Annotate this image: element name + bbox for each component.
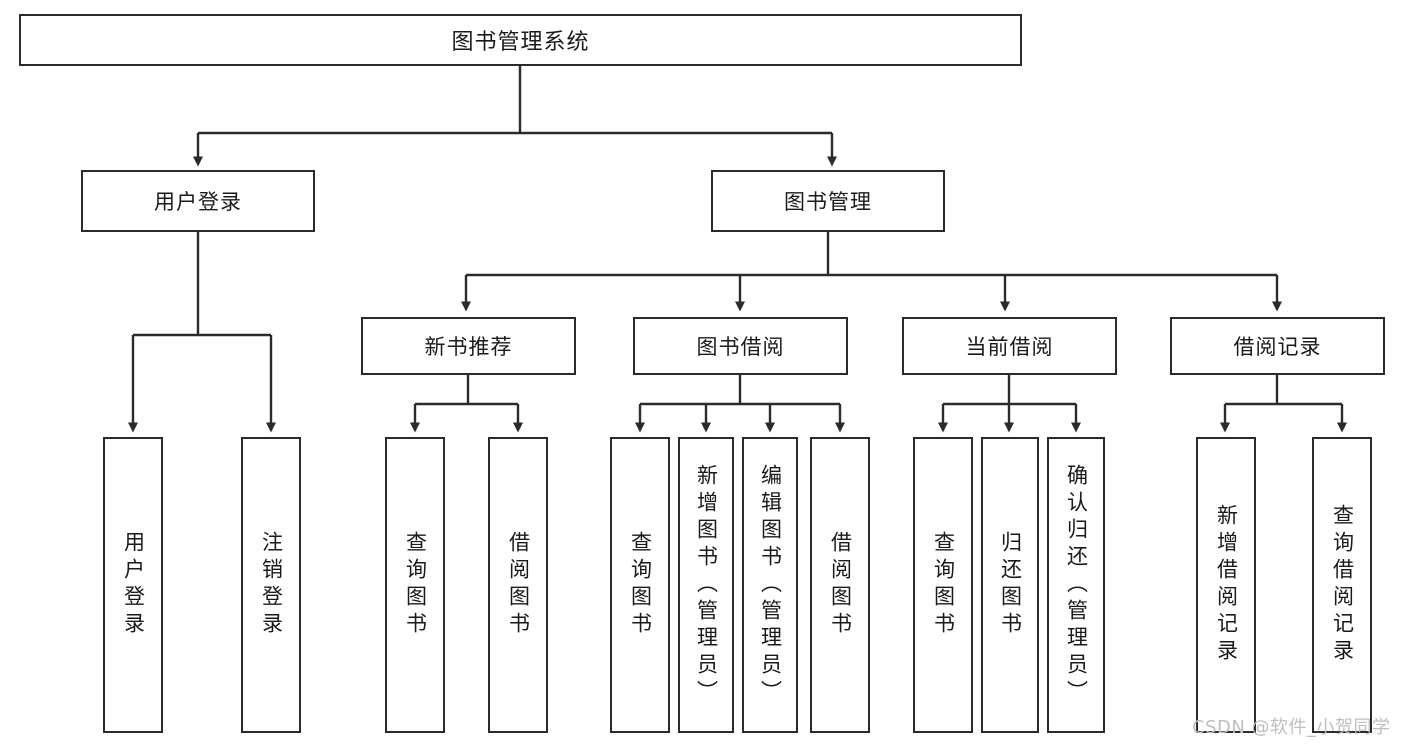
node-book-management[interactable]: 图书管理: [711, 170, 945, 232]
node-new-book-recommend[interactable]: 新书推荐: [361, 317, 576, 375]
leaf-new-book-borrow-book[interactable]: 借阅图书: [488, 437, 548, 733]
leaf-book-borrow-add-book-admin[interactable]: 新增图书（管理员）: [678, 437, 734, 733]
node-label: 图书借阅: [696, 335, 785, 359]
leaf-new-book-query-book[interactable]: 查询图书: [385, 437, 445, 733]
node-label: 编辑图书（管理员）: [758, 463, 783, 707]
node-label: 图书管理: [784, 190, 872, 214]
node-label: 新增图书（管理员）: [694, 463, 719, 707]
leaf-book-borrow-query-book[interactable]: 查询图书: [610, 437, 670, 733]
node-label: 查询借阅记录: [1330, 504, 1355, 666]
node-label: 查询图书: [931, 531, 956, 639]
node-label: 查询图书: [628, 531, 653, 639]
leaf-current-borrow-query-book[interactable]: 查询图书: [913, 437, 973, 733]
node-label: 借阅图书: [828, 531, 853, 639]
node-label: 新增借阅记录: [1214, 504, 1239, 666]
leaf-current-borrow-confirm-return-admin[interactable]: 确认归还（管理员）: [1047, 437, 1105, 733]
node-label: 用户登录: [121, 531, 146, 639]
leaf-user-login-login[interactable]: 用户登录: [103, 437, 163, 733]
csdn-watermark: CSDN @软件_小贺同学: [1192, 717, 1391, 738]
node-root-book-management-system[interactable]: 图书管理系统: [19, 14, 1022, 66]
node-borrow-records[interactable]: 借阅记录: [1170, 317, 1385, 375]
leaf-borrow-records-add-record[interactable]: 新增借阅记录: [1196, 437, 1256, 733]
node-label: 图书管理系统: [451, 30, 590, 55]
leaf-user-login-logout[interactable]: 注销登录: [241, 437, 301, 733]
node-label: 当前借阅: [965, 335, 1054, 359]
node-user-login[interactable]: 用户登录: [81, 170, 315, 232]
node-current-borrow[interactable]: 当前借阅: [902, 317, 1117, 375]
node-label: 新书推荐: [424, 335, 513, 359]
node-label: 借阅记录: [1233, 335, 1322, 359]
leaf-borrow-records-query-record[interactable]: 查询借阅记录: [1312, 437, 1372, 733]
leaf-current-borrow-return-book[interactable]: 归还图书: [981, 437, 1039, 733]
leaf-book-borrow-borrow-book[interactable]: 借阅图书: [810, 437, 870, 733]
node-label: 查询图书: [403, 531, 428, 639]
leaf-book-borrow-edit-book-admin[interactable]: 编辑图书（管理员）: [742, 437, 798, 733]
node-label: 用户登录: [154, 190, 242, 214]
node-label: 借阅图书: [506, 531, 531, 639]
node-label: 注销登录: [259, 531, 284, 639]
node-label: 归还图书: [998, 531, 1023, 639]
node-book-borrow[interactable]: 图书借阅: [633, 317, 848, 375]
node-label: 确认归还（管理员）: [1064, 463, 1089, 707]
